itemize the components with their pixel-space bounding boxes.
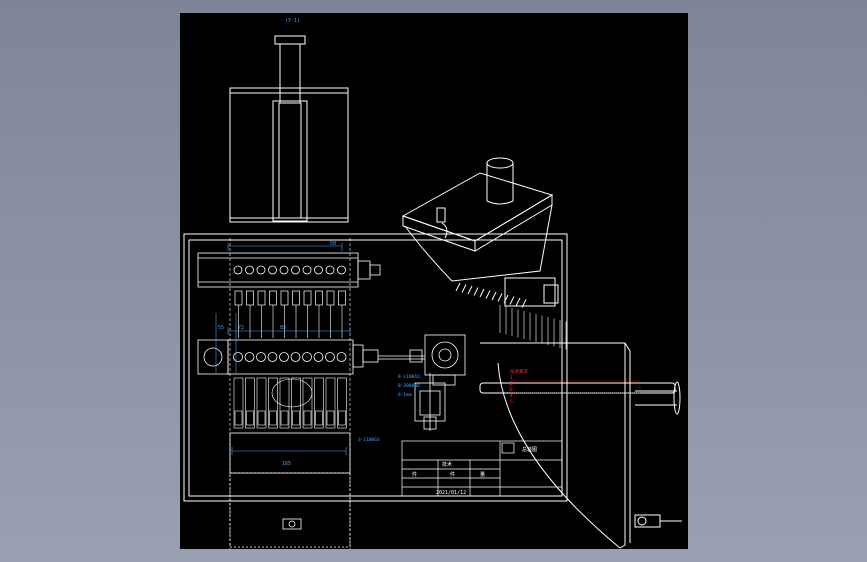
tb-row1-0: 件 — [412, 471, 417, 478]
cutter — [280, 290, 289, 306]
mid-gear — [279, 352, 289, 362]
rail-roller — [337, 265, 346, 275]
rail-roller — [245, 265, 254, 275]
cutter — [234, 290, 243, 306]
lower-module — [337, 377, 347, 429]
rail-roller — [314, 265, 323, 275]
cutter — [338, 290, 346, 306]
nozzle — [497, 293, 503, 302]
rail-roller — [256, 265, 266, 275]
mid-gear — [325, 352, 335, 362]
rail-roller — [268, 265, 277, 275]
rail-roller — [279, 265, 289, 275]
cutter — [326, 290, 335, 306]
guide-lines — [229, 238, 351, 549]
middle-assembly — [197, 334, 466, 386]
iso-hopper — [401, 157, 559, 307]
nozzle — [509, 296, 515, 305]
nozzle — [473, 287, 479, 296]
mid-gear — [290, 352, 301, 362]
lower-modules — [233, 377, 347, 429]
top-hopper — [229, 35, 349, 223]
cutter — [292, 290, 300, 306]
bottom-box — [229, 432, 351, 548]
lower-module — [268, 377, 278, 429]
cad-viewport[interactable]: (Y-1) — [180, 13, 688, 549]
cutter — [315, 290, 323, 306]
dim-top-0: 50 — [330, 241, 336, 247]
mid-gear — [256, 352, 266, 362]
lower-module — [325, 377, 336, 429]
bom-header: 技术 — [442, 461, 452, 468]
title-block-title: 总装图 — [522, 446, 537, 453]
iso-nozzles — [455, 282, 567, 350]
red-notes — [509, 380, 641, 394]
main-frame — [183, 233, 568, 502]
nozzle — [467, 285, 473, 295]
cutter — [246, 290, 254, 306]
upper-rail — [197, 252, 381, 288]
cutter — [303, 290, 312, 306]
red-note-line: 5. — [510, 399, 515, 405]
mid-gears — [233, 352, 347, 362]
dim-left-1: 55 — [218, 325, 224, 331]
mid-gear — [267, 352, 278, 362]
title-block — [401, 440, 563, 497]
red-note-line: 1. — [510, 375, 515, 381]
nozzle — [485, 290, 491, 299]
tb-row1-2: 量 — [480, 471, 485, 478]
rail-roller — [233, 265, 243, 275]
mid-gear — [244, 352, 255, 362]
top-label: (Y-1) — [285, 18, 300, 24]
rail-roller — [291, 265, 300, 275]
nozzle — [479, 288, 485, 298]
lower-module — [256, 377, 267, 429]
cutter-row — [234, 290, 346, 338]
nozzle — [521, 299, 527, 308]
tb-row1-1: 件 — [450, 471, 455, 478]
nozzle — [515, 297, 521, 307]
tb-date: 2021/01/12 — [436, 490, 466, 496]
red-note-line: 4. — [510, 393, 515, 399]
red-note-line: 3. — [510, 387, 515, 393]
dim-top-1: 85 — [280, 325, 286, 331]
side-bracket — [414, 373, 446, 431]
mid-gear — [313, 352, 324, 362]
rail-rollers — [233, 265, 346, 275]
note-mid-0: 8-110043 — [398, 374, 420, 380]
cutter — [257, 290, 266, 306]
dim-bottom: 165 — [282, 461, 291, 467]
lower-module — [314, 377, 324, 429]
cutter — [269, 290, 277, 306]
lower-module — [233, 377, 244, 429]
rail-roller — [325, 265, 335, 275]
mid-gear — [336, 352, 347, 362]
dimensions — [215, 243, 351, 455]
lower-module — [291, 377, 301, 429]
nozzle — [491, 291, 497, 301]
dim-left-0: 72 — [238, 325, 244, 331]
note-mid-2: 6-1mm — [398, 392, 412, 398]
lower-module — [302, 377, 313, 429]
nozzle — [455, 282, 461, 292]
mid-gear — [302, 352, 312, 362]
mid-gear — [233, 352, 243, 362]
nozzle — [461, 284, 467, 293]
note-bottom: 3-110063 — [358, 437, 380, 443]
red-note-line: 技术要求 — [510, 368, 528, 375]
assembly-drawing: (Y-1) — [183, 18, 682, 549]
red-note-line: 2. — [510, 381, 515, 387]
rail-roller — [302, 265, 312, 275]
lower-module — [245, 377, 255, 429]
note-mid-1: 8-200008 — [398, 383, 420, 389]
lower-module — [279, 377, 290, 429]
nozzle — [503, 294, 509, 304]
right-conveyor — [479, 342, 682, 549]
